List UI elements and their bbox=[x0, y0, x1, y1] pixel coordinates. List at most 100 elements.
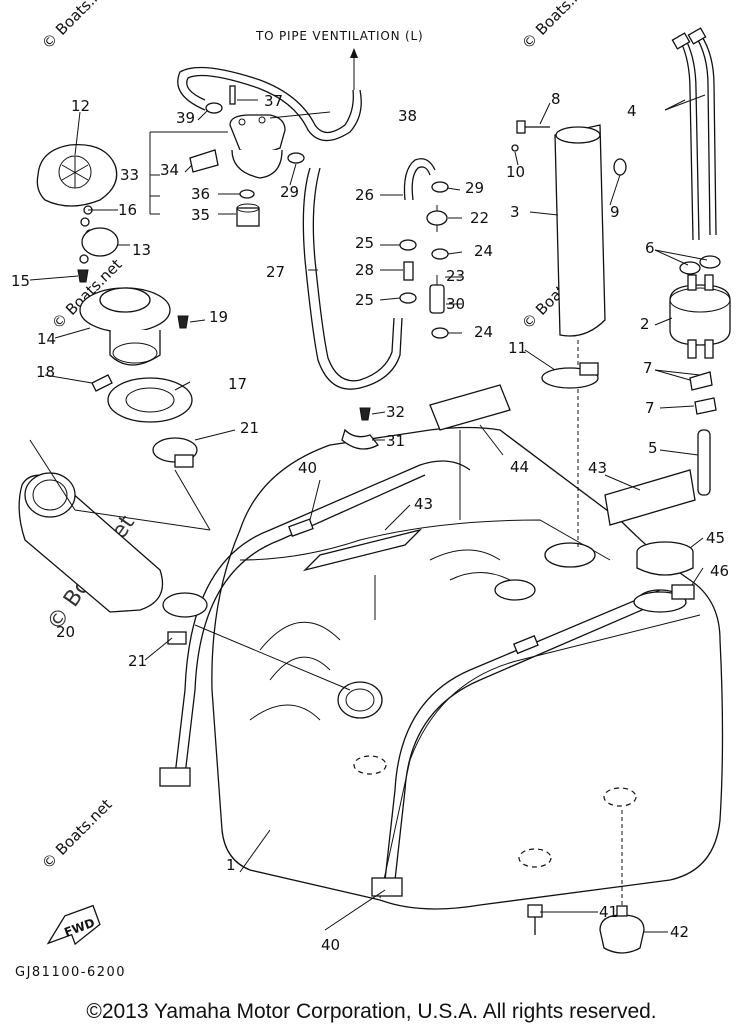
part-number: 24 bbox=[474, 242, 493, 260]
watermark: © Boats.net bbox=[518, 0, 596, 53]
damper-42 bbox=[599, 810, 645, 954]
strap-right bbox=[371, 589, 666, 897]
part-number: 44 bbox=[510, 458, 529, 476]
clamp-29b bbox=[431, 181, 449, 193]
part-number: 10 bbox=[506, 163, 525, 181]
fuel-cap-12 bbox=[36, 144, 118, 207]
part-number: 30 bbox=[446, 295, 465, 313]
hose-27 bbox=[302, 167, 403, 390]
clamp-7a bbox=[689, 371, 713, 391]
part-number: 15 bbox=[11, 272, 30, 290]
part-number: 19 bbox=[209, 308, 228, 326]
valve-35 bbox=[236, 203, 260, 227]
clip-31 bbox=[341, 428, 379, 450]
part-number: 12 bbox=[71, 97, 90, 115]
part-number: 6 bbox=[645, 239, 655, 257]
clamp-24a bbox=[431, 248, 449, 260]
vent-valve-33 bbox=[229, 114, 286, 179]
part-number: 13 bbox=[132, 241, 151, 259]
copyright-notice: ©2013 Yamaha Motor Corporation, U.S.A. A… bbox=[86, 1000, 657, 1023]
clamp-21-bottom bbox=[162, 592, 208, 645]
clamp-11 bbox=[541, 362, 599, 389]
part-number: 32 bbox=[386, 403, 405, 421]
part-number: 40 bbox=[321, 936, 340, 954]
part-number: 38 bbox=[398, 107, 417, 125]
drawing-code: GJ81100-6200 bbox=[15, 965, 126, 980]
part-number: 43 bbox=[414, 495, 433, 513]
filler-neck-14 bbox=[79, 287, 171, 366]
part-number: 29 bbox=[465, 179, 484, 197]
gasket-17 bbox=[107, 377, 193, 423]
fuel-filter-2 bbox=[669, 274, 731, 359]
part-number: 28 bbox=[355, 261, 374, 279]
part-number: 40 bbox=[298, 459, 317, 477]
bracket-34 bbox=[189, 149, 219, 173]
fuel-tank-parts-diagram: © Boats.net © Boats.net © Boats.net © Bo… bbox=[11, 0, 731, 980]
part-number: 29 bbox=[280, 183, 299, 201]
screw-32 bbox=[359, 407, 371, 421]
hose-38 bbox=[177, 66, 354, 134]
part-number: 26 bbox=[355, 186, 374, 204]
part-number: 35 bbox=[191, 206, 210, 224]
part-number: 34 bbox=[160, 161, 179, 179]
part-number: 17 bbox=[228, 375, 247, 393]
bolt-8 bbox=[516, 120, 550, 134]
part-number: 21 bbox=[128, 652, 147, 670]
part-number: 31 bbox=[386, 432, 405, 450]
part-number: 7 bbox=[643, 359, 653, 377]
rivet-18 bbox=[91, 374, 113, 392]
part-number: 24 bbox=[474, 323, 493, 341]
screw-19 bbox=[177, 315, 189, 329]
part-number: 46 bbox=[710, 562, 729, 580]
clamp-24b bbox=[431, 327, 449, 339]
pin-37 bbox=[229, 85, 236, 105]
part-number: 23 bbox=[446, 267, 465, 285]
part-number: 25 bbox=[355, 291, 374, 309]
hose-26 bbox=[403, 158, 436, 201]
label-43-left bbox=[302, 528, 423, 572]
watermark: © Boats.net bbox=[38, 0, 116, 53]
watermark: © Boats.net bbox=[38, 795, 116, 873]
joint-28 bbox=[403, 261, 414, 281]
part-number: 43 bbox=[588, 459, 607, 477]
washer-10 bbox=[511, 144, 519, 152]
part-number: 42 bbox=[670, 923, 689, 941]
clamp-25a bbox=[399, 239, 417, 251]
part-number: 27 bbox=[266, 263, 285, 281]
part-number: 20 bbox=[56, 623, 75, 641]
part-number: 36 bbox=[191, 185, 210, 203]
part-number: 16 bbox=[118, 201, 137, 219]
clamp-46 bbox=[633, 584, 695, 613]
clamp-7b bbox=[694, 397, 717, 415]
part-number: 33 bbox=[120, 166, 139, 184]
part-number: 41 bbox=[599, 903, 618, 921]
clamp-25b bbox=[399, 292, 417, 304]
strap-left bbox=[159, 460, 471, 787]
part-number: 7 bbox=[645, 399, 655, 417]
part-number: 5 bbox=[648, 439, 658, 457]
hose-5 bbox=[697, 429, 711, 496]
part-number: 1 bbox=[226, 856, 236, 874]
clamp-6a bbox=[679, 261, 701, 275]
part-number: 25 bbox=[355, 234, 374, 252]
clamp-29a bbox=[287, 152, 305, 164]
clamp-6b bbox=[699, 255, 721, 269]
leader-lines bbox=[29, 94, 708, 933]
check-valve-30 bbox=[429, 284, 445, 314]
part-number: 22 bbox=[470, 209, 489, 227]
bolt-41 bbox=[527, 904, 543, 935]
part-number: 14 bbox=[37, 330, 56, 348]
part-number: 11 bbox=[508, 339, 527, 357]
filter-22 bbox=[426, 205, 448, 232]
part-number: 3 bbox=[510, 203, 520, 221]
title-label: TO PIPE VENTILATION (L) bbox=[255, 29, 423, 43]
washer-36 bbox=[239, 189, 255, 199]
clamp-21-top bbox=[152, 437, 198, 468]
part-number: 45 bbox=[706, 529, 725, 547]
band-13 bbox=[81, 227, 119, 257]
label-44 bbox=[429, 384, 511, 431]
part-number: 37 bbox=[264, 92, 283, 110]
part-number: 4 bbox=[627, 102, 637, 120]
part-number: 21 bbox=[240, 419, 259, 437]
fuel-sender-unit bbox=[554, 124, 606, 550]
